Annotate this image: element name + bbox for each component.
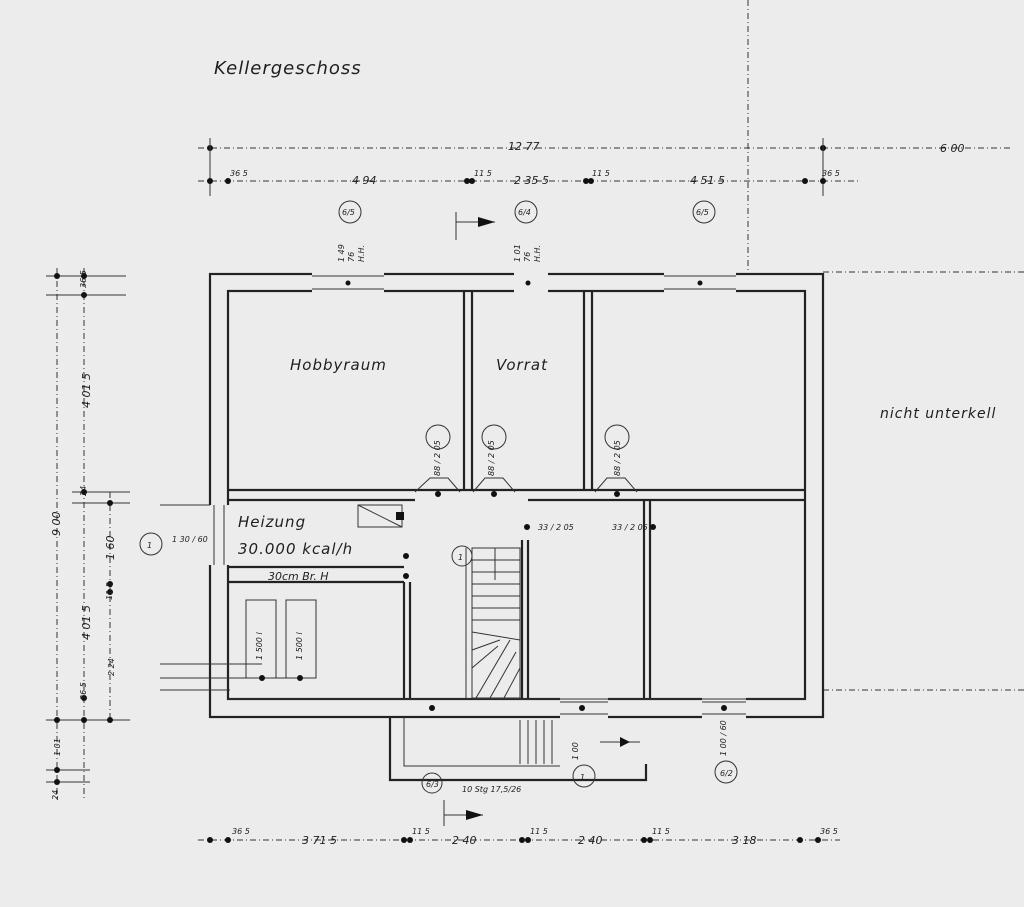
unexcavated-area-label: nicht unterkell	[880, 406, 996, 422]
dim-left-seg-6: 4 01 5	[80, 605, 93, 640]
dim-left-seg-5: 11 5	[105, 582, 114, 600]
plan-title: Kellergeschoss	[214, 58, 362, 79]
door-label-hall: 88 / 2 05	[433, 440, 442, 476]
dim-left-overall: 9 00	[50, 512, 63, 537]
section-arrow-bottom	[443, 800, 483, 826]
dim-left-seg-8: 36 5	[79, 682, 88, 700]
interior-walls	[228, 291, 805, 700]
marker-hall: 1	[458, 553, 463, 562]
window-label-4: 1 01	[513, 244, 522, 262]
top-overall-dimension: 12 77 6 00	[198, 138, 1010, 196]
dim-bottom-seg-2: 3 71 5	[302, 834, 337, 847]
stair-note: 10 Stg 17,5/26	[462, 785, 521, 794]
room-label-hobbyraum: Hobbyraum	[290, 356, 387, 374]
dim-top-seg-1: 36 5	[230, 169, 248, 178]
top-segment-dimensions: 36 5 4 94 11 5 2 35 5 11 5 4 51 5 36 5	[198, 169, 860, 187]
dim-bottom-seg-4: 2 40	[452, 834, 477, 847]
top-window-annotations: 6/5 1 49 76 H.H. 6/4 1 01 76 H.H. 6/5	[337, 200, 716, 262]
dim-left-seg-3: 24	[79, 486, 88, 496]
marker-1: 6/5	[342, 208, 355, 217]
dim-left-seg-9: 1 01	[53, 738, 62, 756]
door-label-lower-left: 1 00	[571, 742, 580, 760]
door-swings	[345, 280, 703, 497]
door-label-lower-right: 1 00 / 60	[719, 720, 728, 756]
dim-bottom-seg-9: 36 5	[820, 827, 838, 836]
shaft-element	[357, 504, 404, 528]
marker-heizung: 1	[147, 541, 152, 550]
dim-top-seg-3: 11 5	[474, 169, 492, 178]
marker-3: 6/5	[696, 208, 709, 217]
dim-left-seg-1: 36 5	[79, 270, 88, 288]
section-arrow-top	[455, 212, 495, 240]
window-label-3: H.H.	[357, 245, 366, 262]
dim-bottom-seg-1: 36 5	[232, 827, 250, 836]
entry-stair: 10 Stg 17,5/26 6/3 1 1 00	[388, 705, 727, 794]
door-label-room-2: 88 / 2 05	[613, 440, 622, 476]
dim-left-seg-7: 2 24	[107, 658, 116, 676]
oil-tanks: 1 500 l 1 500 l	[160, 599, 317, 691]
door-label-room-1: 88 / 2 05	[487, 440, 496, 476]
door-label-center: 33 / 2 05	[538, 523, 574, 532]
marker-stair: 1	[580, 773, 585, 782]
dim-left-seg-2: 4 01 5	[80, 373, 93, 408]
unexcavated-area-outline: nicht unterkell	[823, 271, 1024, 691]
door-label-heizung: 1 30 / 60	[172, 535, 208, 544]
room-label-heizung: Heizung	[238, 513, 306, 531]
dim-top-seg-2: 4 94	[352, 174, 377, 187]
door-label-right: 33 / 2 05	[612, 523, 648, 532]
bottom-segment-dimensions: 36 5 3 71 5 11 5 2 40 11 5 2 40 11 5 3 1…	[198, 827, 840, 847]
marker-entry: 6/3	[426, 780, 439, 789]
window-label-5: 76	[523, 252, 532, 262]
tank-label-1: 1 500 l	[255, 632, 264, 660]
window-label-1: 1 49	[337, 244, 346, 262]
dim-left-seg-4: 1 60	[104, 536, 117, 561]
marker-2: 6/4	[518, 208, 531, 217]
dim-top-seg-4: 2 35 5	[514, 174, 549, 187]
dim-bottom-seg-7: 11 5	[652, 827, 670, 836]
heizung-note: 30cm Br. H	[268, 570, 329, 583]
dim-bottom-seg-5: 11 5	[530, 827, 548, 836]
dim-bottom-seg-8: 3 18	[732, 834, 757, 847]
left-dimensions: 9 00 36 5 4 01 5 24 1 60 11 5 4 01 5 2 2…	[46, 268, 130, 800]
room-label-vorrat: Vorrat	[496, 356, 548, 374]
dim-bottom-seg-3: 11 5	[412, 827, 430, 836]
tank-label-2: 1 500 l	[295, 632, 304, 660]
staircase	[471, 547, 521, 699]
dim-right-width: 6 00	[940, 142, 965, 155]
window-label-2: 76	[347, 252, 356, 262]
window-label-6: H.H.	[533, 245, 542, 262]
dim-overall-width: 12 77	[508, 140, 540, 153]
dim-top-seg-6: 4 51 5	[690, 174, 725, 187]
marker-lower-right: 6/2	[720, 769, 733, 778]
dim-top-seg-5: 11 5	[592, 169, 610, 178]
heizung-capacity: 30.000 kcal/h	[238, 540, 353, 558]
heizung-door-marker: 1 1 30 / 60	[139, 504, 210, 556]
dim-left-seg-10: 24	[51, 790, 60, 800]
dim-top-seg-7: 36 5	[822, 169, 840, 178]
dim-bottom-seg-6: 2 40	[578, 834, 603, 847]
